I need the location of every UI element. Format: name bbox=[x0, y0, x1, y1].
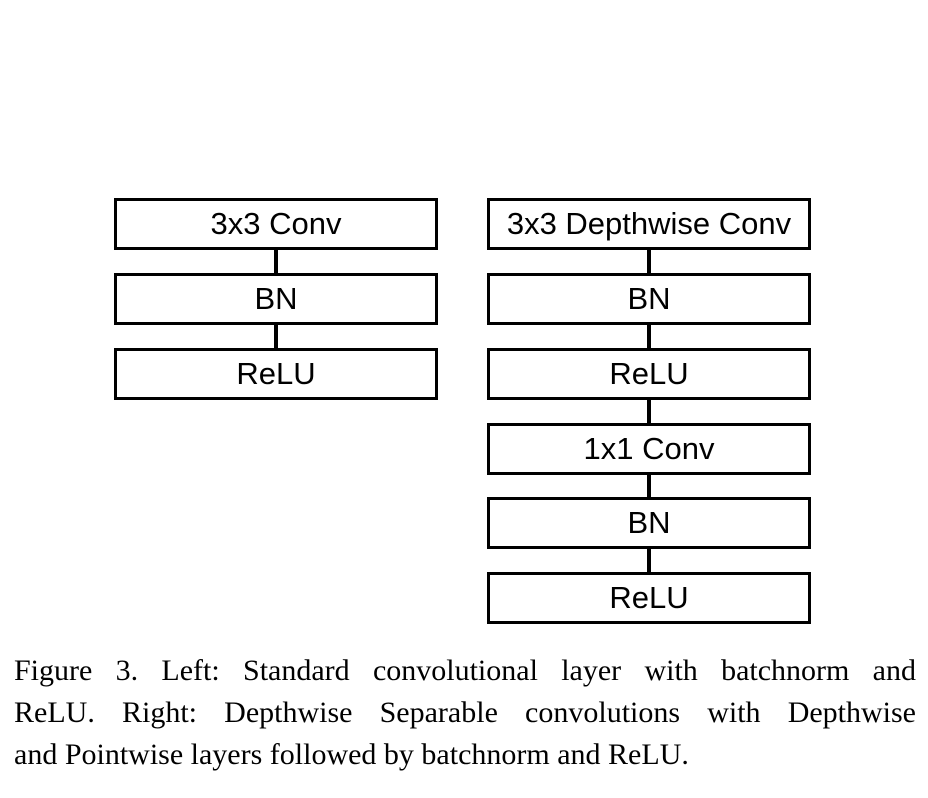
figure-caption: Figure 3. Left: Standard convolutional l… bbox=[14, 650, 916, 776]
caption-line-2: ReLU. Right: Depthwise Separable convolu… bbox=[14, 696, 916, 729]
right-bn-block-2: BN bbox=[487, 497, 811, 549]
left-connector-1 bbox=[274, 248, 278, 273]
right-connector-1 bbox=[647, 248, 651, 273]
right-connector-3 bbox=[647, 398, 651, 423]
figure-diagram: 3x3 Conv BN ReLU 3x3 Depthwise Conv BN R… bbox=[114, 198, 811, 624]
right-relu-block-2: ReLU bbox=[487, 572, 811, 624]
left-relu-block: ReLU bbox=[114, 348, 438, 400]
left-connector-2 bbox=[274, 323, 278, 348]
right-bn-block-1: BN bbox=[487, 273, 811, 325]
caption-line-3: and Pointwise layers followed by batchno… bbox=[14, 738, 689, 771]
right-connector-2 bbox=[647, 323, 651, 348]
right-relu-block-1: ReLU bbox=[487, 348, 811, 400]
left-conv3x3-block: 3x3 Conv bbox=[114, 198, 438, 250]
right-connector-4 bbox=[647, 473, 651, 498]
left-bn-block: BN bbox=[114, 273, 438, 325]
right-connector-5 bbox=[647, 547, 651, 572]
right-depthwise-conv-block: 3x3 Depthwise Conv bbox=[487, 198, 811, 250]
caption-line-1: Figure 3. Left: Standard convolutional l… bbox=[14, 654, 916, 687]
right-conv1x1-block: 1x1 Conv bbox=[487, 423, 811, 475]
